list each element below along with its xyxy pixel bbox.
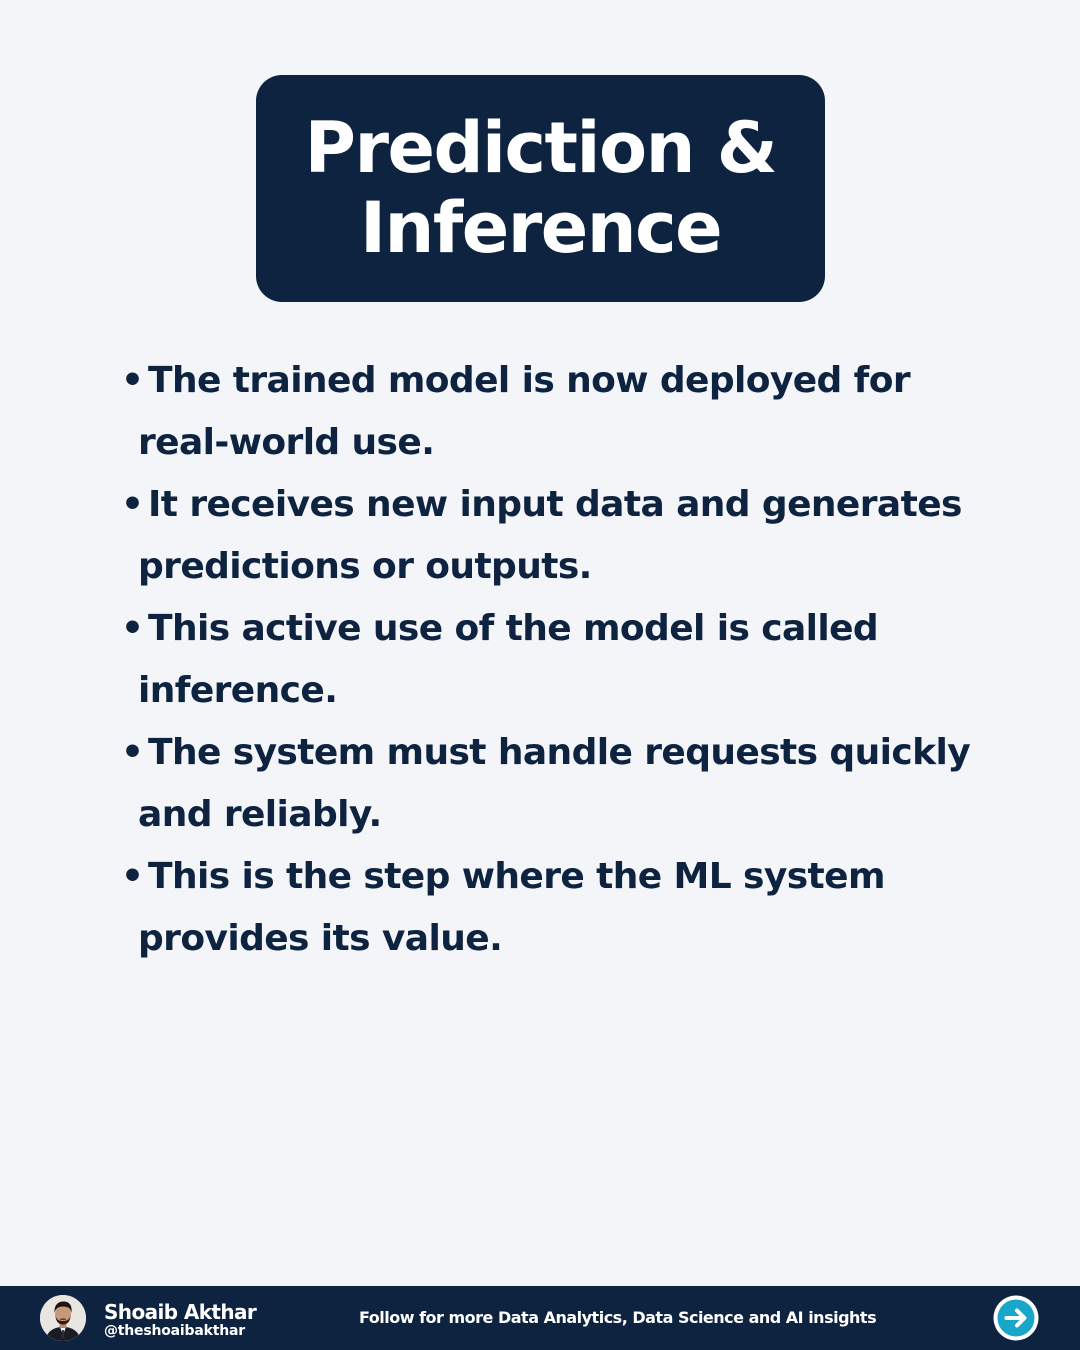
- avatar: [40, 1295, 86, 1341]
- follow-cta-text: Follow for more Data Analytics, Data Sci…: [359, 1308, 877, 1327]
- bullet-text-line-1: It receives new input data and generates: [148, 484, 962, 525]
- bullet-icon: •: [121, 484, 144, 525]
- bullet-text-line-2: real-world use.: [138, 422, 435, 463]
- bullet-item: • The system must handle requests quickl…: [121, 722, 1021, 846]
- bullet-text-line-1: The system must handle requests quickly: [148, 732, 971, 773]
- bullet-text-line-2: provides its value.: [138, 918, 503, 959]
- bullet-item: • This is the step where the ML system p…: [121, 846, 1021, 970]
- bullet-item: • This active use of the model is called…: [121, 598, 1021, 722]
- bullet-text-line-2: and reliably.: [138, 794, 382, 835]
- bullet-icon: •: [121, 608, 144, 649]
- avatar-portrait-icon: [40, 1295, 86, 1341]
- author-name: Shoaib Akthar: [104, 1300, 257, 1324]
- arrow-right-circle-icon: [993, 1295, 1039, 1341]
- page-title-line-2: Inference: [359, 186, 723, 269]
- bullet-icon: •: [121, 856, 144, 897]
- bullet-text-line-1: This is the step where the ML system: [148, 856, 885, 897]
- bullet-icon: •: [121, 732, 144, 773]
- bullet-text-line-2: inference.: [138, 670, 338, 711]
- bullet-icon: •: [121, 360, 144, 401]
- page-title-line-1: Prediction &: [304, 106, 778, 189]
- next-slide-button[interactable]: [992, 1294, 1040, 1342]
- footer-bar: Shoaib Akthar @theshoaibakthar Follow fo…: [0, 1286, 1080, 1350]
- bullet-text-line-2: predictions or outputs.: [138, 546, 592, 587]
- bullet-text-line-1: The trained model is now deployed for: [148, 360, 911, 401]
- bullet-item: • The trained model is now deployed for …: [121, 350, 1021, 474]
- bullet-item: • It receives new input data and generat…: [121, 474, 1021, 598]
- bullet-list: • The trained model is now deployed for …: [121, 350, 1021, 970]
- author-handle: @theshoaibakthar: [104, 1323, 245, 1339]
- title-card: Prediction & Inference: [256, 75, 825, 302]
- bullet-text-line-1: This active use of the model is called: [148, 608, 879, 649]
